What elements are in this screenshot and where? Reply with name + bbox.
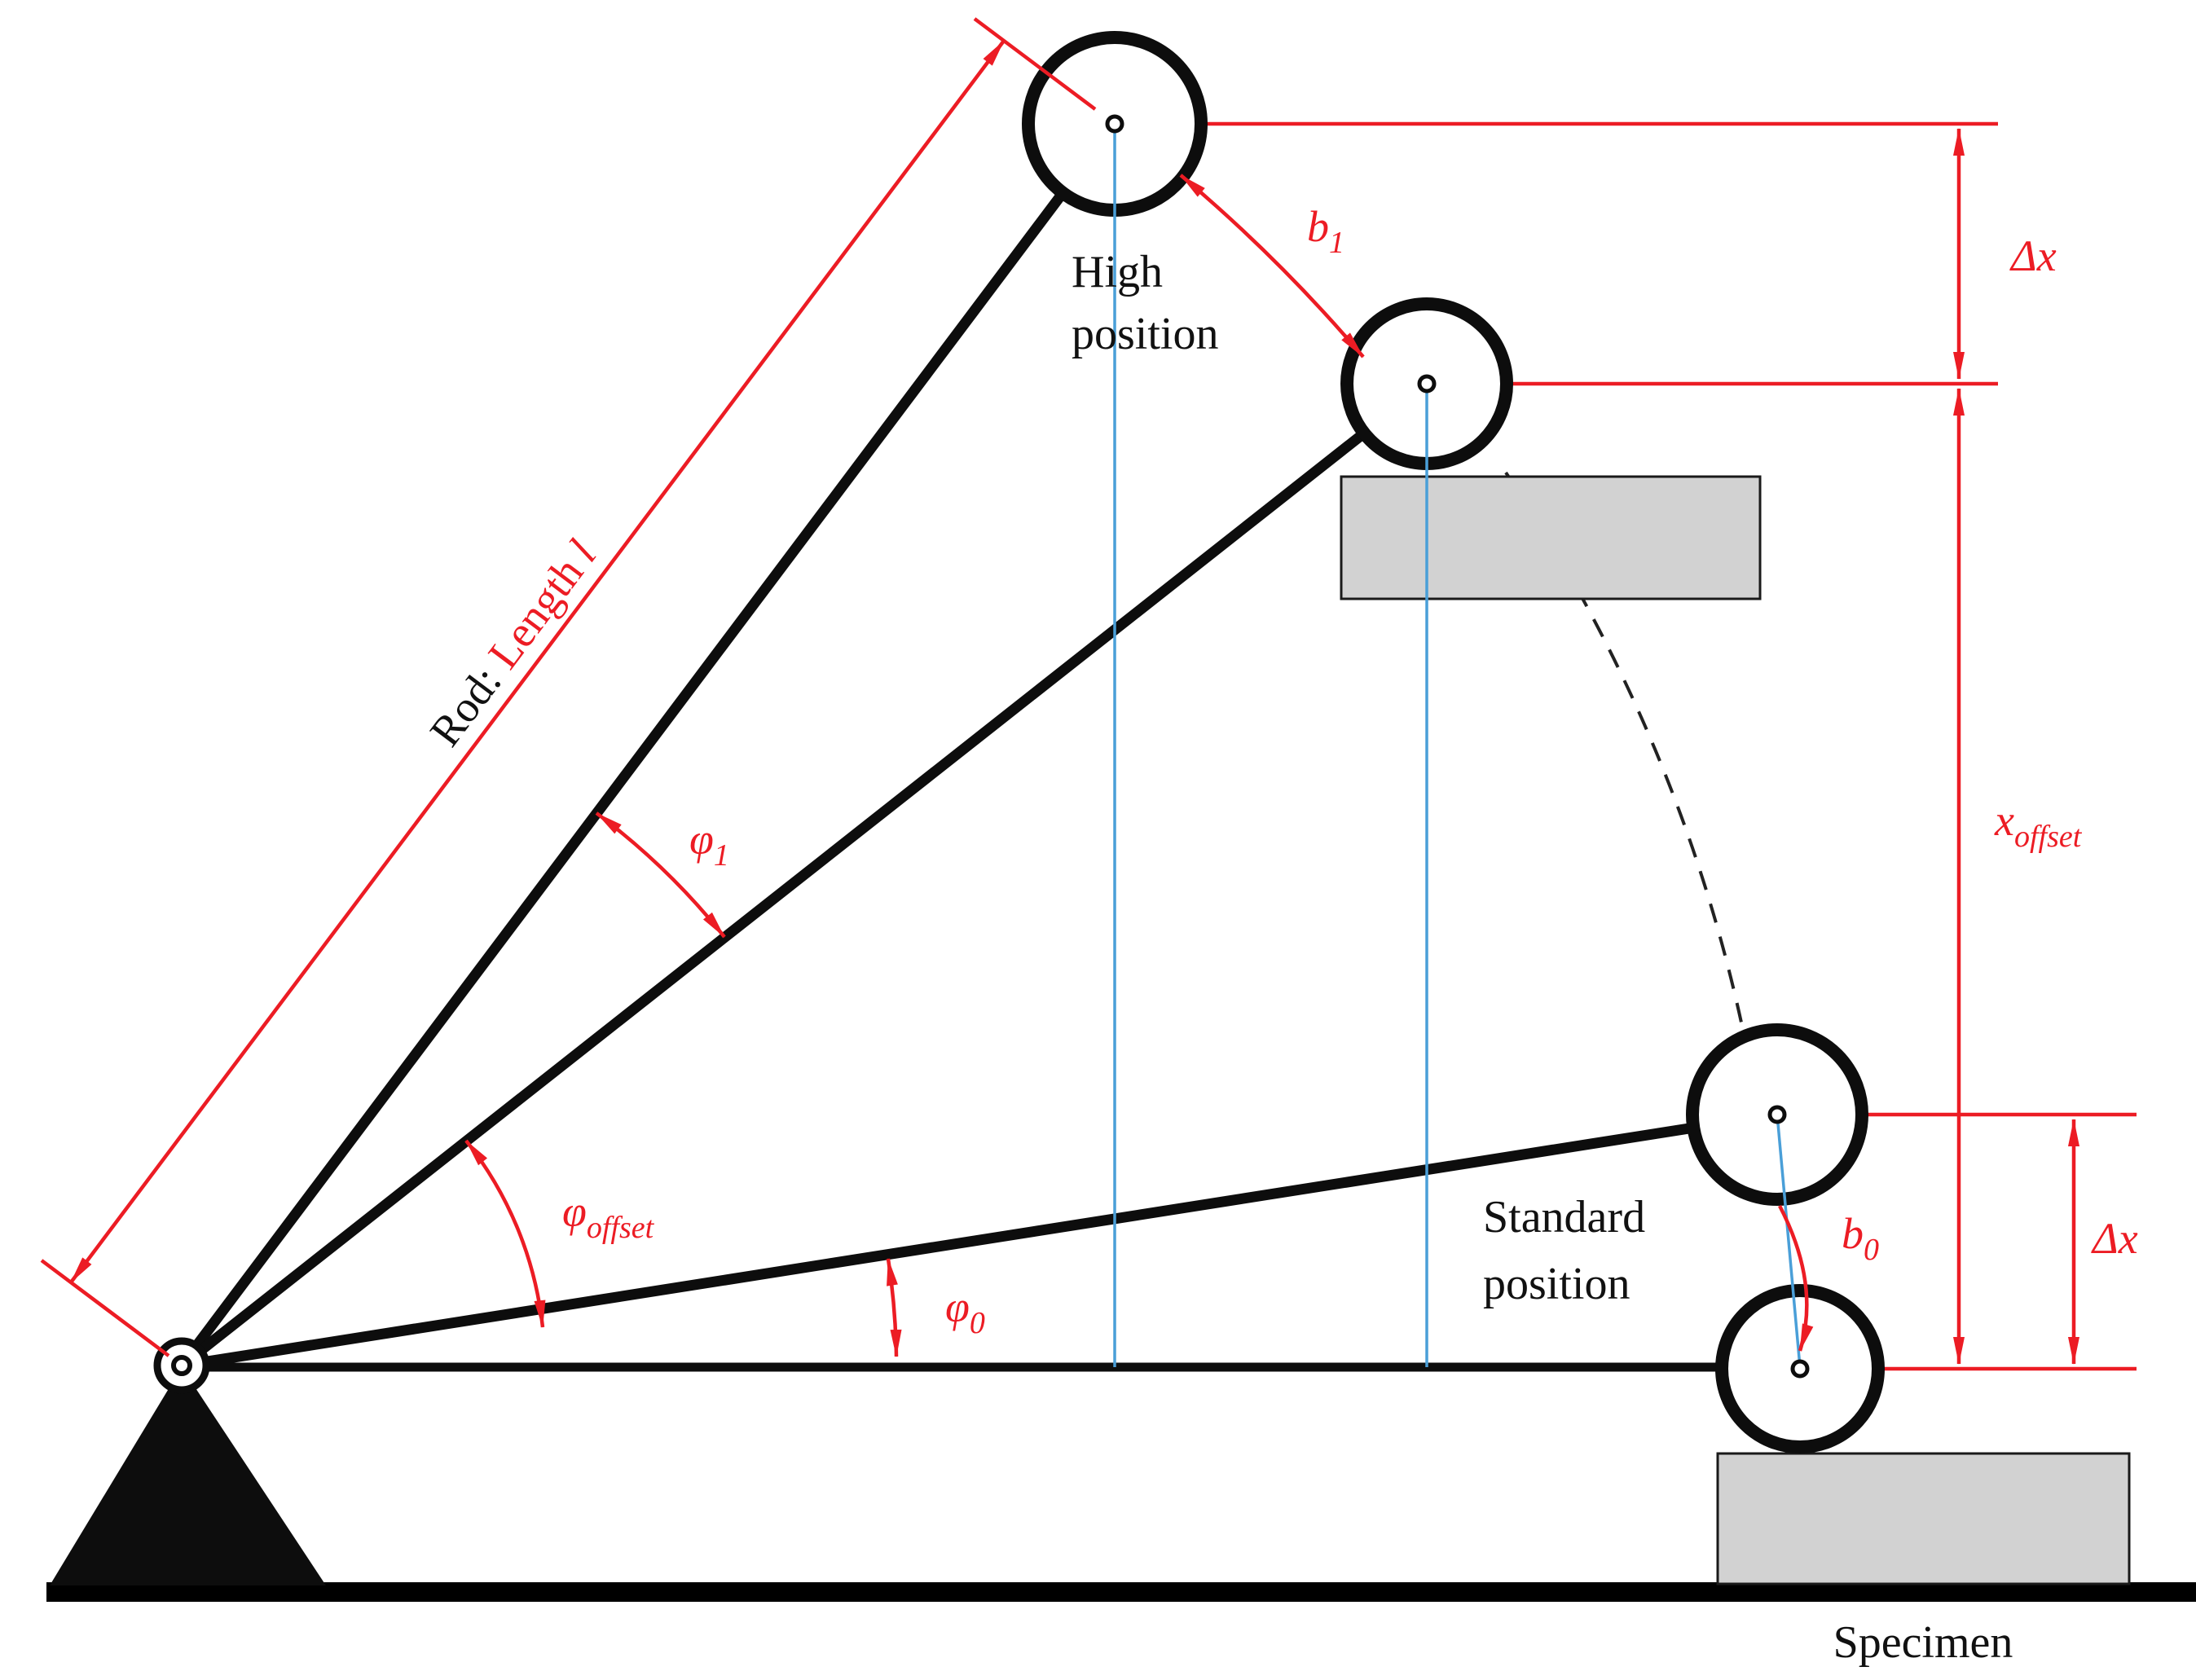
- pivot-center-dot: [171, 1355, 192, 1376]
- hammer-high-center-dot: [1105, 114, 1124, 134]
- label-b0: b0: [1842, 1209, 1879, 1267]
- label-phi-offset: φoffset: [562, 1187, 655, 1245]
- label-x-offset-base: x: [1994, 796, 2014, 845]
- label-phi1-base: φ: [689, 815, 714, 864]
- label-specimen: Specimen: [1833, 1617, 2013, 1668]
- label-phi1: φ1: [689, 815, 729, 873]
- label-delta-x-top: Δx: [2009, 231, 2057, 280]
- hammer-standard-lower-center-dot: [1790, 1359, 1810, 1379]
- label-rod-prefix: Rod:: [420, 657, 511, 755]
- label-phi-offset-base: φ: [562, 1187, 587, 1236]
- rod-length-ext-top: [973, 17, 1097, 111]
- label-b1-base: b: [1307, 202, 1329, 251]
- label-standard-position-line1: Standard: [1483, 1192, 1645, 1242]
- label-b1-sub: 1: [1329, 226, 1344, 260]
- pivot-support-triangle: [50, 1367, 326, 1585]
- ground-line: [46, 1582, 2196, 1602]
- hammer-standard-upper-center-dot: [1767, 1105, 1787, 1124]
- label-b0-base: b: [1842, 1209, 1864, 1258]
- anvil-block-upper: [1340, 475, 1762, 600]
- label-x-offset-sub: offset: [2014, 820, 2083, 854]
- rod-length-ext-pivot: [40, 1259, 170, 1357]
- label-standard-position: Standard position: [1483, 1192, 1645, 1309]
- b0-arc-arrow: [1778, 1204, 1814, 1352]
- guide-line-standard: [1776, 1114, 1802, 1368]
- label-rod-length: Rod:Lengthl: [420, 531, 606, 755]
- hammer-high-offset-center-dot: [1417, 374, 1437, 394]
- specimen-block: [1716, 1452, 2131, 1585]
- label-high-position-line1: High: [1072, 247, 1163, 297]
- label-phi0: φ0: [945, 1282, 985, 1340]
- phi1-angle-arc: [595, 811, 726, 939]
- label-b1: b1: [1307, 202, 1344, 260]
- label-standard-position-line2: position: [1483, 1259, 1630, 1309]
- label-high-position-line2: position: [1072, 309, 1218, 359]
- b1-arc-arrow: [1179, 174, 1365, 358]
- rod-length-dimension: [69, 39, 1006, 1284]
- label-phi-offset-sub: offset: [587, 1211, 655, 1245]
- label-phi0-sub: 0: [970, 1306, 985, 1340]
- phi-offset-angle-arc: [464, 1139, 546, 1328]
- label-x-offset: xoffset: [1994, 796, 2083, 854]
- label-b0-sub: 0: [1864, 1233, 1879, 1267]
- label-high-position: High position: [1072, 247, 1218, 359]
- phi0-angle-arc: [886, 1258, 902, 1357]
- label-phi1-sub: 1: [714, 838, 729, 873]
- label-phi0-base: φ: [945, 1282, 970, 1331]
- label-delta-x-bottom: Δx: [2091, 1214, 2138, 1263]
